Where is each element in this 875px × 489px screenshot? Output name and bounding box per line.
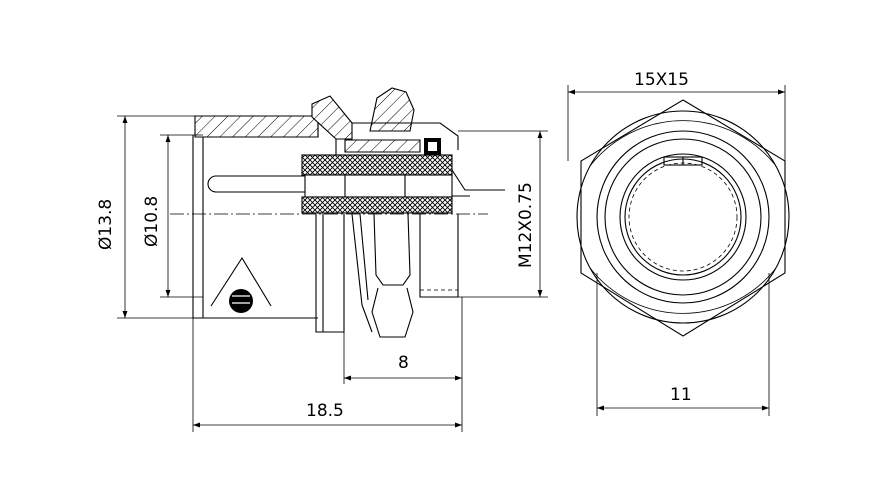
- clip-top-section: [369, 87, 415, 132]
- dim-overall-length: 18.5: [306, 401, 344, 421]
- dimension-lines: [117, 85, 786, 432]
- dim-hex-size: 15X15: [634, 70, 689, 90]
- dim-thread: M12X0.75: [516, 182, 536, 268]
- dim-bore-diameter: Ø10.8: [142, 196, 162, 247]
- dim-panel-length: 8: [398, 353, 409, 373]
- flange-section: [311, 95, 353, 140]
- dim-hex-flat: 11: [670, 385, 692, 405]
- hex-outline: [580, 99, 786, 337]
- side-view: [170, 87, 505, 338]
- dim-body-diameter: Ø13.8: [96, 199, 116, 250]
- vent-triangle: [210, 256, 272, 307]
- knurl-lower: [301, 196, 453, 214]
- vent-plug: [229, 289, 253, 313]
- knurl-upper: [301, 154, 453, 176]
- front-view: [576, 99, 790, 337]
